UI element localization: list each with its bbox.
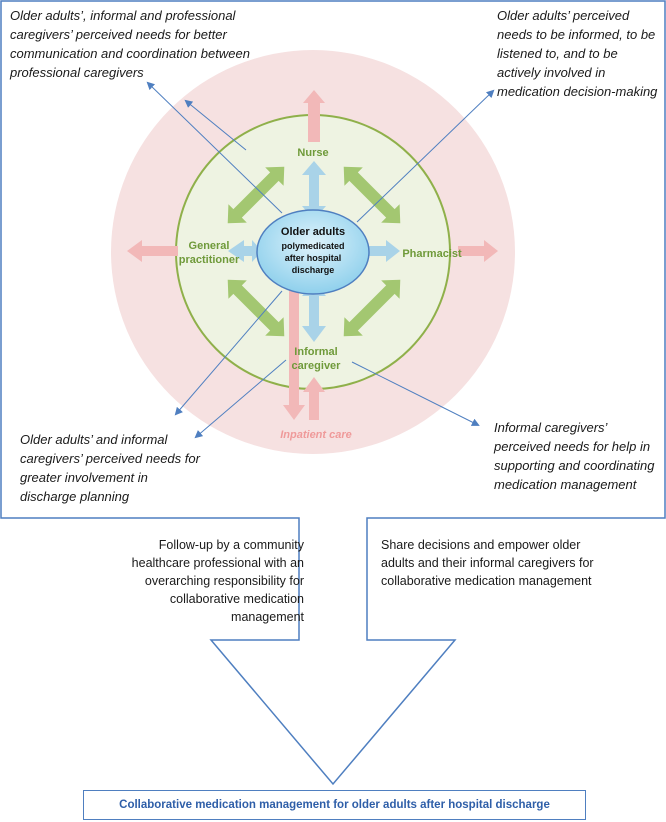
role-general-practitioner: General practitioner (178, 240, 240, 266)
quote-informal-caregiver-needs: Informal caregivers’ perceived needs for… (494, 420, 655, 492)
center-subtitle: polymedicated after hospital discharge (281, 241, 345, 275)
role-informal-caregiver: Informal caregiver (291, 346, 341, 372)
quote-informed-needs: Older adults’ perceived needs to be info… (497, 8, 658, 99)
outcome-box: Collaborative medication management for … (83, 790, 586, 820)
center-title: Older adults (280, 226, 346, 238)
connector-arrows (146, 81, 495, 439)
role-pharmacist: Pharmacist (402, 248, 462, 260)
quote-communication-needs: Older adults’, informal and professional… (10, 8, 250, 80)
outcome-text: Collaborative medication management for … (119, 799, 550, 811)
green-arrows (224, 163, 401, 337)
role-nurse: Nurse (297, 147, 329, 159)
quote-discharge-planning: Older adults’ and informal caregivers’ p… (20, 432, 200, 504)
role-inpatient-care: Inpatient care (280, 429, 352, 441)
center-ellipse (256, 209, 370, 295)
recommendation-shared-decisions: Share decisions and empower older adults… (381, 538, 594, 588)
pink-arrows (127, 90, 498, 420)
recommendation-follow-up: Follow-up by a community healthcare prof… (131, 538, 304, 624)
blue-arrows (228, 161, 400, 342)
